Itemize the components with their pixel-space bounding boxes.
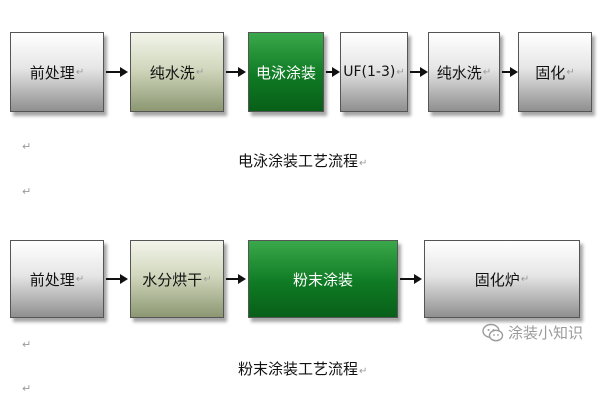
paragraph-mark: ↵	[75, 273, 85, 285]
paragraph-mark: ↵	[396, 66, 405, 78]
paragraph-mark: ↵	[359, 366, 368, 377]
flow1-step-curing: 固化↵	[518, 32, 592, 112]
flow2-step-label: 水分烘干	[142, 270, 203, 289]
flow2-step-label: 前处理	[29, 270, 75, 289]
flow2-step-pretreatment: 前处理↵	[10, 240, 104, 318]
flow2-step-moisture-drying: 水分烘干↵	[130, 240, 224, 318]
flow1-step-uf: UF(1-3)↵	[340, 32, 408, 112]
flow2-arrow-1	[106, 274, 128, 284]
flow1-step-electrocoating: 电泳涂装	[248, 32, 324, 112]
paragraph-mark: ↵	[195, 66, 205, 78]
flow1-step-pretreatment: 前处理↵	[10, 32, 104, 112]
flow2-step-label: 固化炉	[474, 270, 520, 289]
flow2-step-curing-oven: 固化炉↵	[424, 240, 580, 318]
paragraph-mark: ↵	[520, 273, 530, 285]
flow1-arrow-2	[226, 67, 246, 77]
flow1-arrow-1	[106, 67, 128, 77]
paragraph-mark: ↵	[203, 273, 212, 285]
flow1-step-pure-water-wash-2: 纯水洗↵	[428, 32, 500, 112]
paragraph-mark: ↵	[22, 140, 32, 153]
watermark: 涂装小知识	[482, 322, 583, 343]
flow1-step-label: 纯水洗	[149, 63, 195, 82]
flow1-step-label: 固化	[535, 63, 566, 82]
paragraph-mark: ↵	[359, 158, 368, 169]
flow2-caption-text: 粉末涂装工艺流程	[238, 360, 359, 378]
paragraph-mark: ↵	[482, 66, 492, 78]
flow1-step-pure-water-wash: 纯水洗↵	[130, 32, 224, 112]
paragraph-mark: ↵	[75, 66, 85, 78]
paragraph-mark: ↵	[22, 382, 32, 395]
flow1-step-label: UF(1-3)	[343, 64, 396, 80]
wechat-logo-icon	[482, 323, 504, 341]
flow1-step-label: 电泳涂装	[255, 63, 316, 82]
flow2-arrow-3	[400, 274, 422, 284]
flow1-step-label: 前处理	[29, 63, 75, 82]
flow2-step-powder-coating: 粉末涂装	[248, 240, 398, 318]
flow1-arrow-5	[502, 67, 518, 77]
flow2-step-label: 粉末涂装	[292, 270, 353, 289]
flow1-step-label: 纯水洗	[436, 63, 482, 82]
paragraph-mark: ↵	[566, 66, 575, 78]
flow1-caption-text: 电泳涂装工艺流程	[238, 152, 359, 170]
flow1-arrow-3	[326, 67, 340, 77]
watermark-text: 涂装小知识	[508, 324, 584, 342]
paragraph-mark: ↵	[22, 338, 32, 351]
paragraph-mark: ↵	[22, 185, 32, 198]
flow2-arrow-2	[226, 274, 246, 284]
flow1-arrow-4	[410, 67, 428, 77]
flow1-caption: 电泳涂装工艺流程↵	[238, 150, 367, 171]
flow2-caption: 粉末涂装工艺流程↵	[238, 358, 367, 379]
